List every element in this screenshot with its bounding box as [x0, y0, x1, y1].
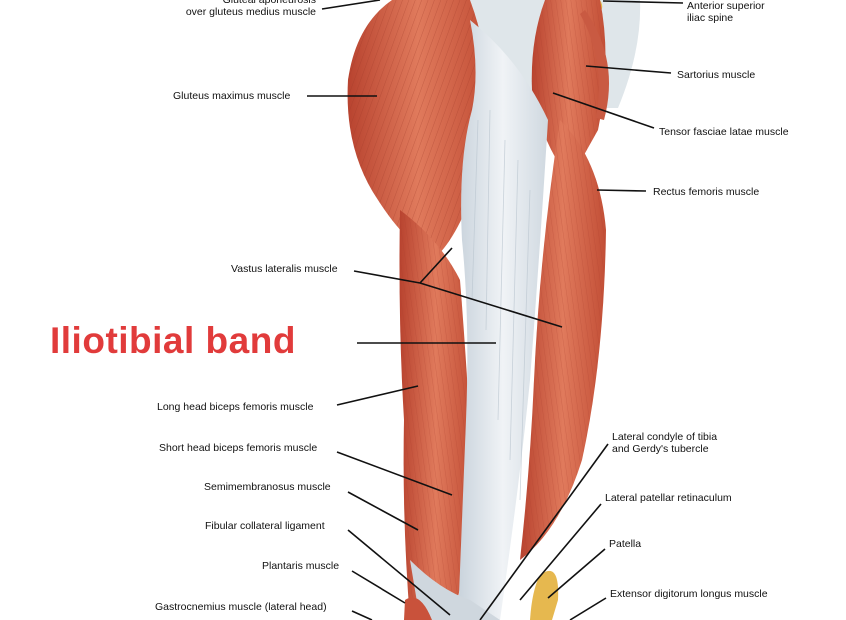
label-gastrocnemius: Gastrocnemius muscle (lateral head) [155, 601, 327, 613]
label-tensor-fasciae-latae: Tensor fasciae latae muscle [659, 126, 789, 138]
posterior-thigh-muscles-shape [399, 210, 472, 620]
label-rectus-femoris: Rectus femoris muscle [653, 186, 760, 198]
label-vastus-lateralis: Vastus lateralis muscle [231, 263, 338, 275]
label-semimembranosus: Semimembranosus muscle [204, 481, 331, 493]
gluteus-maximus-shape [347, 0, 488, 255]
leader-lines [307, 0, 684, 620]
iliotibial-band-headline: Iliotibial band [50, 320, 296, 361]
label-short-head-biceps: Short head biceps femoris muscle [159, 442, 318, 454]
label-sartorius: Sartorius muscle [677, 69, 756, 81]
label-plantaris: Plantaris muscle [262, 560, 340, 572]
label-patella: Patella [609, 538, 642, 550]
label-asis: Anterior superior iliac spine [687, 0, 765, 24]
label-gluteus-maximus: Gluteus maximus muscle [173, 90, 291, 102]
rectus-femoris-shape [520, 120, 606, 560]
label-lateral-patellar-retinaculum: Lateral patellar retinaculum [605, 492, 732, 504]
iliotibial-band-shape [458, 20, 548, 620]
anterior-muscles-shape [531, 0, 610, 180]
label-lateral-condyle: Lateral condyle of tibia and Gerdy's tub… [612, 431, 718, 455]
label-gluteal-aponeurosis: Gluteal aponeurosis over gluteus medius … [185, 0, 316, 18]
label-fibular-collateral: Fibular collateral ligament [205, 520, 325, 532]
knee-region [404, 560, 559, 620]
label-long-head-biceps: Long head biceps femoris muscle [157, 401, 314, 413]
label-extensor-digitorum: Extensor digitorum longus muscle [610, 588, 768, 600]
